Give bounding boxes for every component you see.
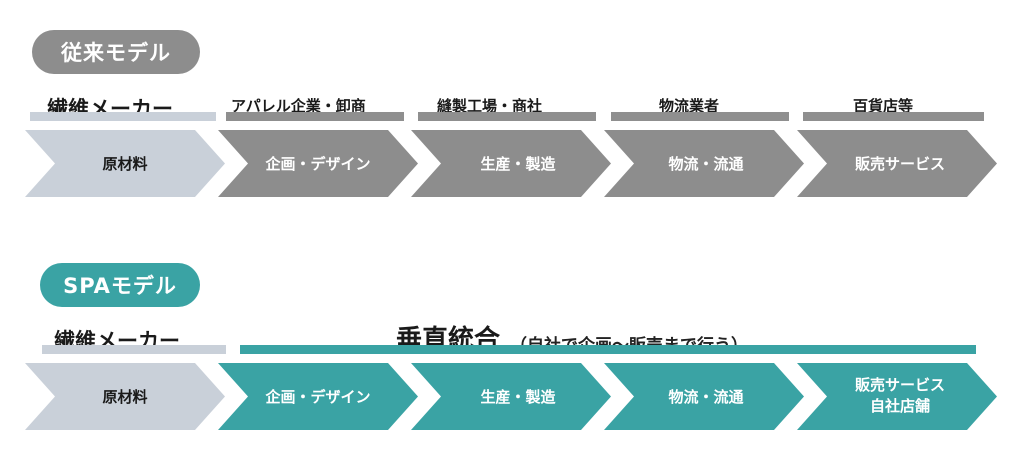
traditional-step-label-5: 販売サービス [855, 155, 945, 173]
traditional-step-label-3: 生産・製造 [480, 155, 555, 173]
spa-step-chevron-2 [218, 363, 418, 430]
traditional-step-chevron-5 [797, 130, 997, 197]
spa-step-label-4: 物流・流通 [668, 388, 743, 406]
traditional-actor-bar-2 [226, 112, 404, 121]
traditional-model-title: 従来モデル [32, 30, 200, 74]
spa-model-title: SPAモデル [40, 263, 200, 307]
traditional-step-chevron-3 [411, 130, 611, 197]
spa-step-chevron-5 [797, 363, 997, 430]
traditional-actor-bar-3 [418, 112, 596, 121]
spa-step-label-5: 販売サービス自社店舗 [855, 376, 945, 415]
spa-step-chevron-3 [411, 363, 611, 430]
traditional-actor-department-store: 百貨店等 [853, 97, 914, 115]
traditional-actor-bar-1 [30, 112, 216, 121]
spa-steps: 原材料 企画・デザイン 生産・製造 物流・流通 販売サービス自社店舗 [25, 363, 997, 430]
traditional-step-chevron-2 [218, 130, 418, 197]
traditional-steps: 原材料 企画・デザイン 生産・製造 物流・流通 販売サービス [25, 130, 997, 197]
traditional-actor-bar-5 [803, 112, 984, 121]
spa-step-label-2: 企画・デザイン [264, 388, 370, 406]
traditional-step-label-1: 原材料 [102, 155, 147, 173]
spa-step-label-1: 原材料 [102, 388, 147, 406]
spa-vertical-integration-bar [240, 345, 976, 354]
traditional-actor-apparel: アパレル企業・卸商 [231, 97, 366, 115]
traditional-step-label-4: 物流・流通 [668, 155, 743, 173]
spa-step-chevron-4 [604, 363, 804, 430]
traditional-step-label-2: 企画・デザイン [264, 155, 370, 173]
traditional-actor-bar-4 [611, 112, 789, 121]
spa-actor-bar [42, 345, 226, 354]
spa-step-label-3: 生産・製造 [480, 388, 555, 406]
spa-step-chevron-1 [25, 363, 225, 430]
traditional-step-chevron-1 [25, 130, 225, 197]
traditional-actor-logistics: 物流業者 [659, 97, 720, 115]
traditional-step-chevron-4 [604, 130, 804, 197]
traditional-actor-sewing: 縫製工場・商社 [437, 97, 543, 115]
